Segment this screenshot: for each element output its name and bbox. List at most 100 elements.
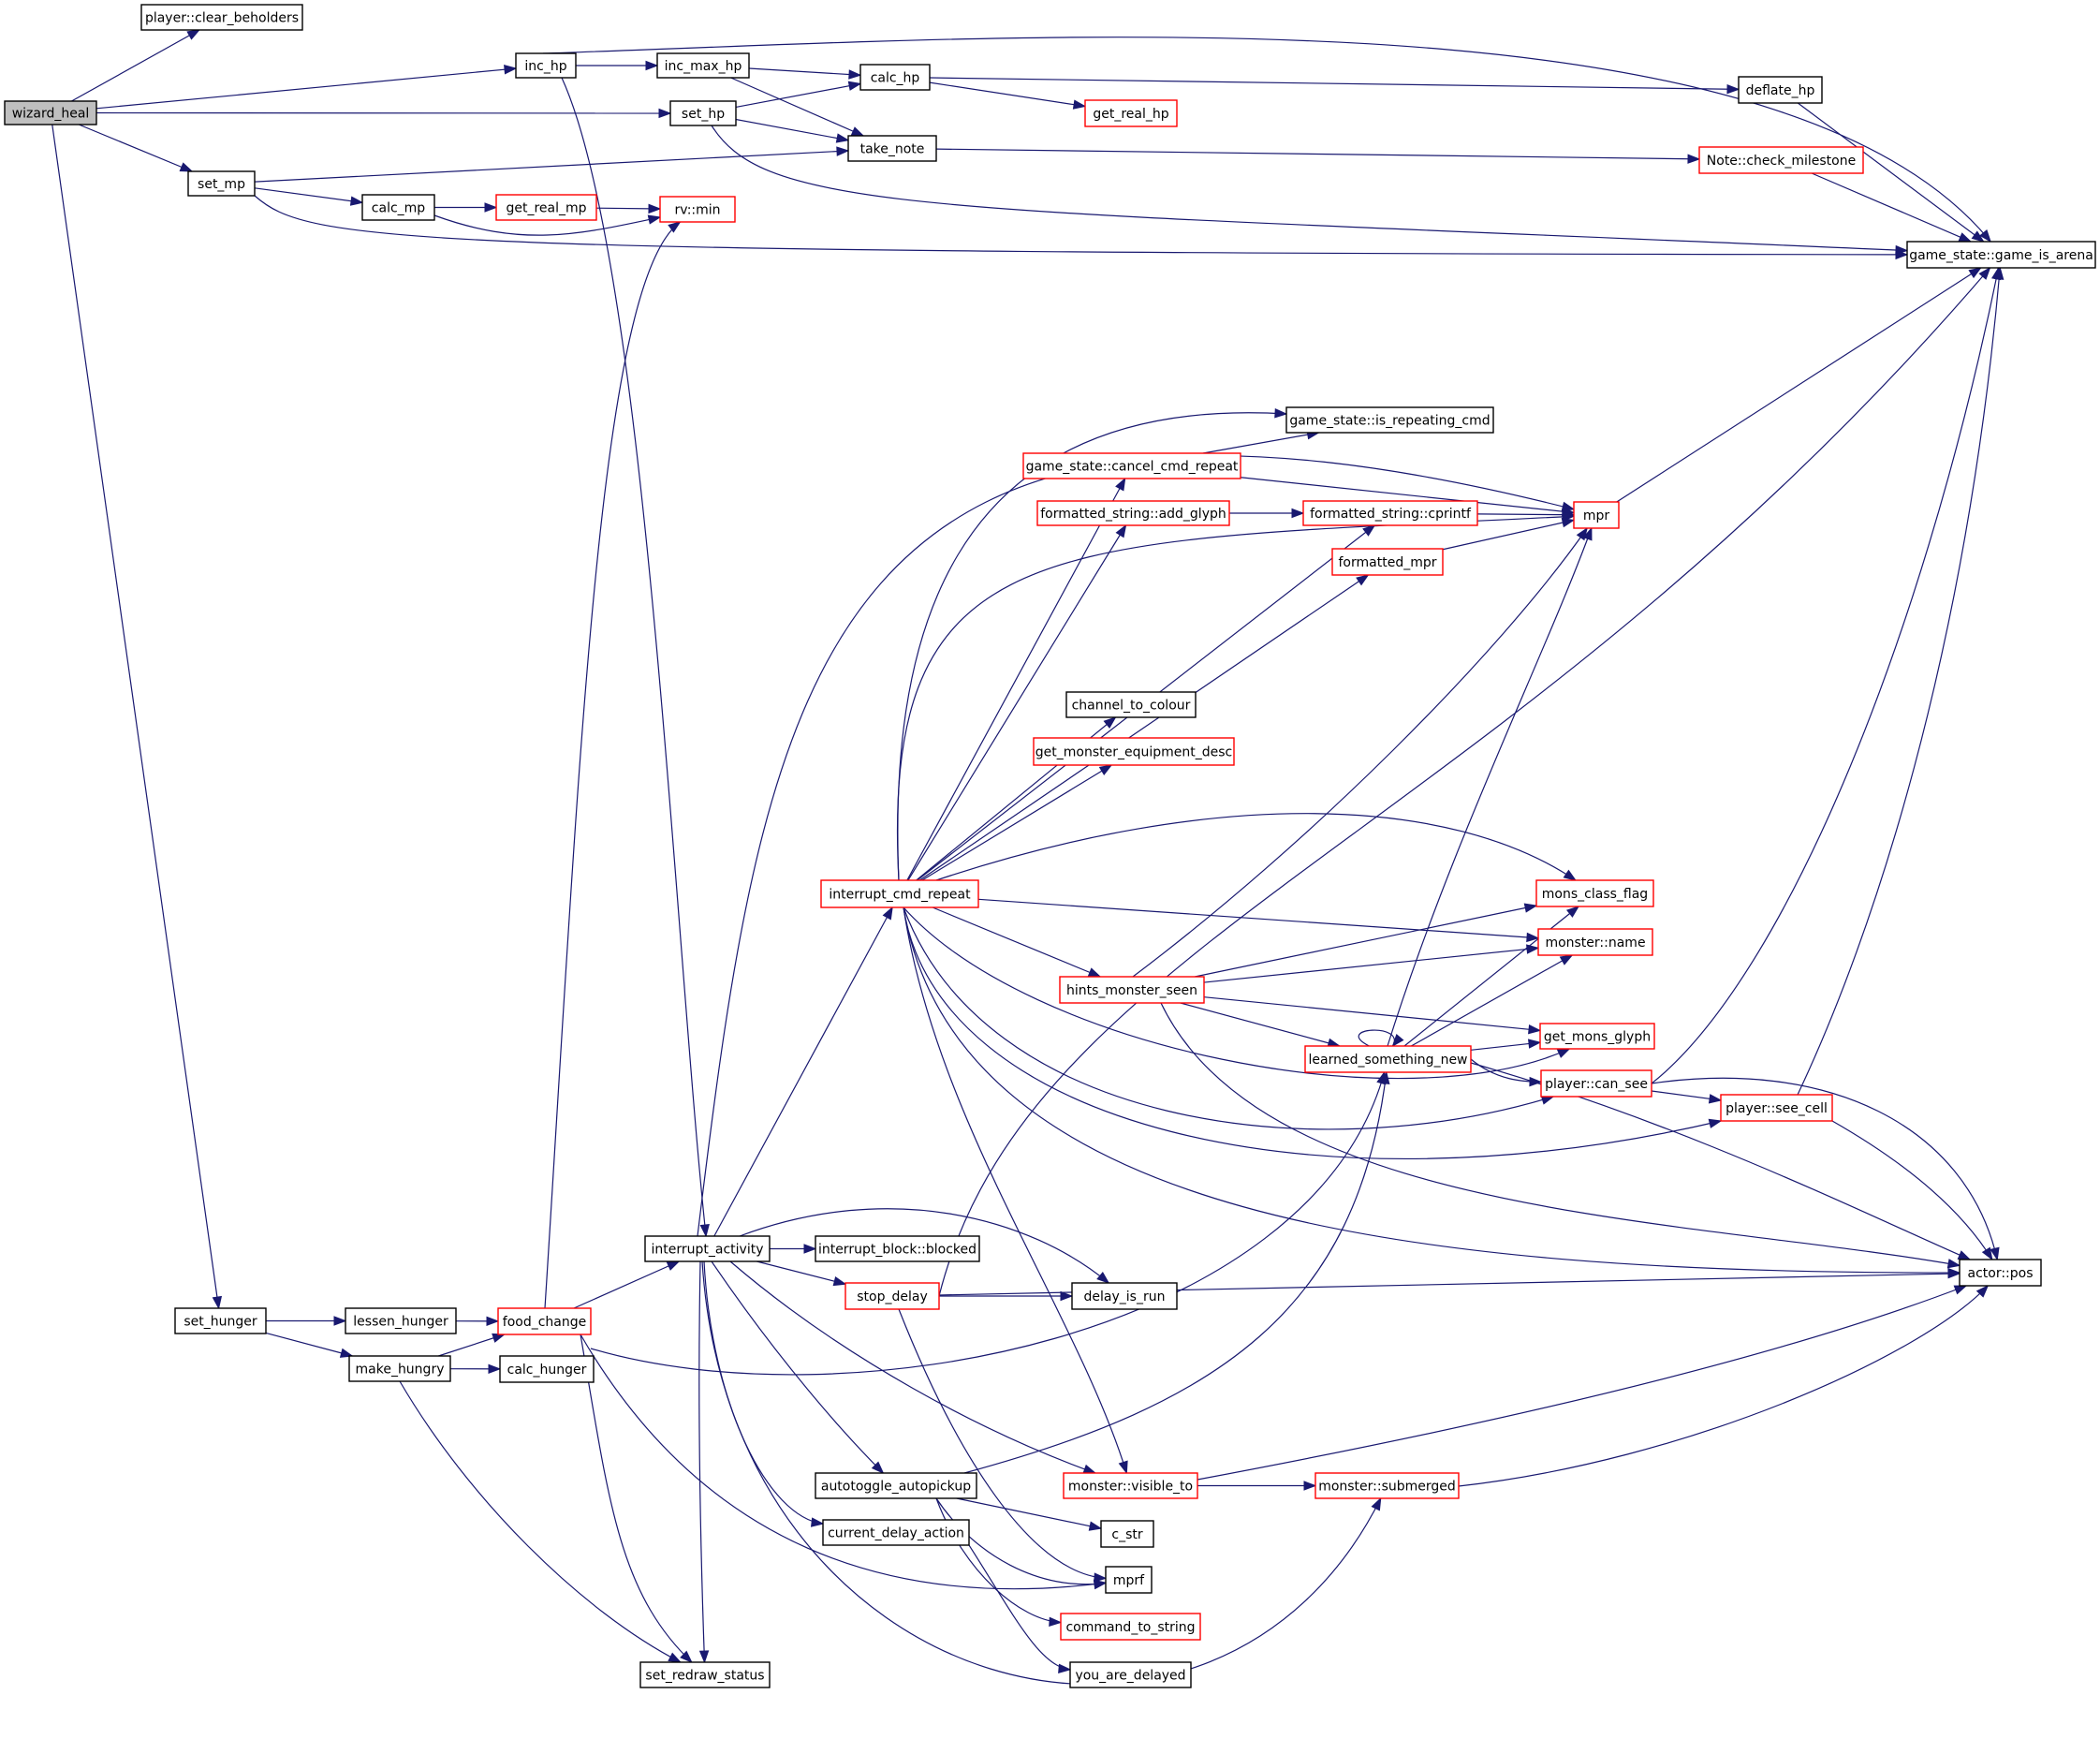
node-inc-hp[interactable]: inc_hp [515,52,577,79]
edge-player_see_cell-to-actor_pos [1831,1120,1993,1260]
node-you-are-delayed[interactable]: you_are_delayed [1069,1661,1192,1688]
node-set-mp[interactable]: set_mp [187,170,256,197]
node-food-change[interactable]: food_change [497,1307,592,1335]
node-add-glyph[interactable]: formatted_string::add_glyph [1036,500,1230,526]
arrowhead-check_milestone [1687,154,1701,164]
node-actor-pos[interactable]: actor::pos [1959,1259,2042,1287]
node-formatted-mpr[interactable]: formatted_mpr [1331,548,1444,576]
node-mpr[interactable]: mpr [1573,501,1620,529]
node-box [1720,1094,1833,1122]
edge-learned_something_new-to-learned_something_new [1358,1029,1395,1047]
node-label: deflate_hp [1746,83,1815,98]
node-command-to-string[interactable]: command_to_string [1060,1613,1201,1641]
node-box [1285,406,1494,434]
node-autotoggle-autopickup[interactable]: autotoggle_autopickup [815,1472,977,1499]
node-box [669,100,737,126]
arrowhead-player_see_cell [1708,1094,1723,1104]
node-box [859,64,931,91]
node-channel-to-colour[interactable]: channel_to_colour [1065,691,1197,718]
edge-interrupt_activity-to-current_delay_action [703,1260,824,1525]
node-box [1100,1520,1154,1548]
edge-interrupt_activity-to-monster_submerged [701,1260,1382,1686]
node-label: get_real_mp [506,201,586,216]
node-game-is-arena[interactable]: game_state::game_is_arena [1906,241,2096,269]
node-cancel-cmd-repeat[interactable]: game_state::cancel_cmd_repeat [1022,452,1241,479]
node-calc-hunger[interactable]: calc_hunger [499,1355,595,1383]
node-get-monster-equipment-desc[interactable]: get_monster_equipment_desc [1033,737,1235,766]
node-box [1906,241,2096,269]
node-interrupt-activity[interactable]: interrupt_activity [644,1235,771,1262]
arrowhead-mpr [1561,518,1576,528]
edge-interrupt_activity-to-autotoggle_autopickup [711,1260,884,1474]
node-stop-delay[interactable]: stop_delay [844,1282,940,1310]
node-set-hunger[interactable]: set_hunger [174,1307,267,1334]
arrowhead-rv_min [648,203,662,214]
node-hints-monster-seen[interactable]: hints_monster_seen [1059,976,1205,1004]
node-get-real-mp[interactable]: get_real_mp [495,194,597,221]
node-monster-name[interactable]: monster::name [1537,928,1653,956]
edge-set_hp-to-calc_hp [735,82,861,109]
node-box [1535,879,1654,907]
node-player-can-see[interactable]: player::can_see [1540,1069,1652,1098]
node-delay-is-run[interactable]: delay_is_run [1071,1282,1178,1310]
edge-deflate_hp-to-game_is_arena [1797,102,1985,243]
edge-wizard_heal-to-set_hunger [51,124,220,1309]
arrowhead-cprintf [1291,508,1305,519]
arrowhead-cancel_cmd_repeat [1115,477,1126,492]
node-cprintf[interactable]: formatted_string::cprintf [1302,500,1478,526]
arrowhead-game_is_arena [1958,232,1973,243]
arrowhead-rv_min [668,221,682,233]
node-lessen-hunger[interactable]: lessen_hunger [345,1307,457,1334]
arrowhead-monster_submerged [1371,1496,1382,1511]
node-box [1539,1023,1655,1050]
node-wizard-heal[interactable]: wizard_heal [4,100,97,125]
node-mons-class-flag[interactable]: mons_class_flag [1535,879,1654,907]
arrowhead-monster_name [1526,932,1540,943]
node-calc-hp[interactable]: calc_hp [859,64,931,91]
edge-interrupt_cmd_repeat-to-player_see_cell [903,906,1722,1160]
node-monster-submerged[interactable]: monster::submerged [1314,1472,1460,1499]
node-mprf[interactable]: mprf [1105,1566,1153,1594]
node-learned-something-new[interactable]: learned_something_new [1304,1045,1472,1073]
node-label: make_hungry [356,1363,445,1378]
arrowhead-lessen_hunger [333,1316,347,1326]
node-box [1537,928,1653,956]
node-box [1573,501,1620,529]
edge-wizard_heal-to-clear_beholders [71,29,200,102]
arrowhead-interrupt_activity [666,1260,681,1271]
arrowhead-monster_name [1559,954,1574,965]
node-set-hp[interactable]: set_hp [669,100,737,126]
edge-set_hunger-to-make_hungry [265,1332,353,1357]
node-check-milestone[interactable]: Note::check_milestone [1698,146,1864,174]
node-clear-beholders[interactable]: player::clear_beholders [140,4,303,31]
arrowhead-food_change [492,1333,507,1343]
node-label: Note::check_milestone [1707,154,1856,169]
node-is-repeating-cmd[interactable]: game_state::is_repeating_cmd [1285,406,1494,434]
arrowhead-monster_visible_to [1082,1464,1097,1474]
node-set-redraw-status[interactable]: set_redraw_status [639,1661,771,1688]
node-get-real-hp[interactable]: get_real_hp [1084,99,1178,127]
arrowhead-learned_something_new [1380,1070,1390,1085]
node-player-see-cell[interactable]: player::see_cell [1720,1094,1833,1122]
node-interrupt-block-blocked[interactable]: interrupt_block::blocked [815,1235,980,1262]
edge-hints_monster_seen-to-learned_something_new [1180,1002,1340,1047]
node-inc-max-hp[interactable]: inc_max_hp [656,52,750,79]
node-c-str[interactable]: c_str [1100,1520,1154,1548]
edge-interrupt_cmd_repeat-to-monster_name [977,898,1539,939]
node-interrupt-cmd-repeat[interactable]: interrupt_cmd_repeat [820,879,979,908]
node-rv-min[interactable]: rv::min [659,196,736,223]
arrowhead-actor_pos [1990,1246,2000,1261]
node-monster-visible-to[interactable]: monster::visible_to [1063,1472,1198,1499]
arrowhead-get_monster_equipment_desc [1098,764,1113,775]
node-calc-mp[interactable]: calc_mp [361,194,435,221]
node-label: take_note [860,142,925,157]
node-deflate-hp[interactable]: deflate_hp [1738,76,1823,104]
node-label: actor::pos [1967,1266,2033,1281]
node-box [1304,1045,1472,1073]
node-get-mons-glyph[interactable]: get_mons_glyph [1539,1023,1655,1050]
arrowhead-food_change [486,1316,500,1327]
node-take-note[interactable]: take_note [847,135,937,162]
node-make-hungry[interactable]: make_hungry [348,1355,451,1382]
edge-autotoggle_autopickup-to-c_str [956,1497,1102,1529]
node-current-delay-action[interactable]: current_delay_action [822,1519,970,1546]
